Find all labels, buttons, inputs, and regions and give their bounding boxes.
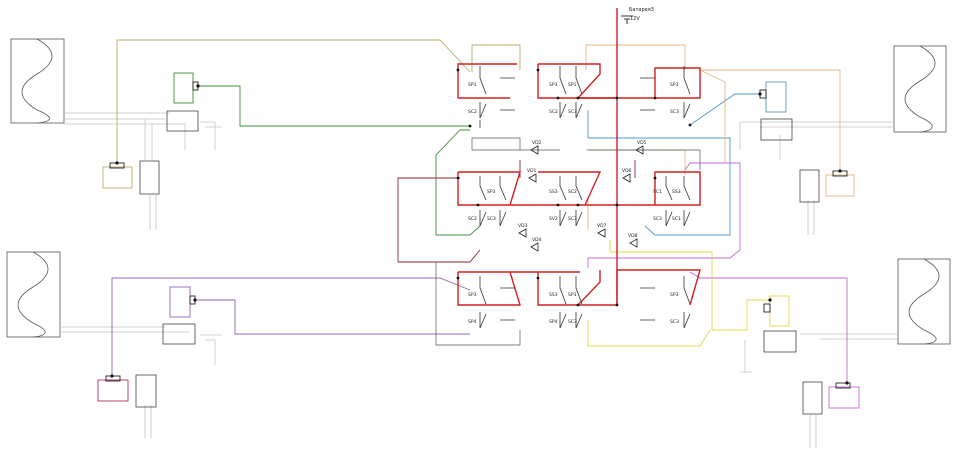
wire-grey	[435, 137, 701, 346]
generator-wiring	[60, 112, 898, 448]
wire-yellow	[587, 240, 770, 347]
battery-voltage: 12V	[630, 16, 640, 22]
switch-label: SP3	[568, 292, 577, 298]
generator-bottom-right	[897, 258, 951, 345]
switch-label-group: SP1 SC2 SP3 SP1 SC2 SC3 SP3 SC3 SP3 SC2 …	[468, 82, 681, 325]
diode-label: VD2	[532, 140, 542, 146]
switch-label: SC2	[468, 109, 477, 115]
switch-label: SC1	[653, 189, 662, 195]
switch-label: SC3	[653, 216, 662, 222]
diode-label: VD5	[637, 140, 647, 146]
switch-label: SP3	[468, 292, 477, 298]
switch-label: SP3	[487, 189, 496, 195]
battery-symbol	[621, 15, 633, 24]
switch-label: SP4	[468, 319, 477, 325]
switch-label: SC3	[568, 319, 577, 325]
wire-blue	[587, 93, 760, 236]
switch-label: SP1	[568, 82, 577, 88]
switch-label: SC3	[568, 216, 577, 222]
diode-symbols	[518, 145, 644, 252]
diode-label: VD1	[527, 168, 537, 174]
switch-label: SS3	[549, 292, 558, 298]
switch-label: SP3	[670, 82, 679, 88]
switch-label: SP3	[670, 292, 679, 298]
diode-label: VD7	[597, 223, 607, 229]
diode-label: VD3	[518, 223, 528, 229]
switch-label: SC3	[670, 109, 679, 115]
battery-name: Батарея3	[629, 7, 654, 13]
switch-label: SC2	[468, 216, 477, 222]
switch-label: SC3	[487, 216, 496, 222]
generator-top-right	[893, 45, 947, 133]
generator-top-left	[10, 38, 65, 124]
switch-label: SS3	[672, 189, 681, 195]
switch-label: SP4	[549, 319, 558, 325]
switch-label: SP3	[549, 82, 558, 88]
diode-label: VD4	[532, 237, 542, 243]
diode-label: VD8	[628, 233, 638, 239]
wire-green	[198, 85, 481, 236]
switch-label: SV2	[549, 216, 558, 222]
wire-violet	[587, 162, 848, 383]
switch-label: SC3	[670, 319, 679, 325]
relay-boxes	[97, 72, 860, 409]
switch-contacts	[479, 66, 691, 329]
diode-label-group: VD1 VD2 VD3 VD4 VD5 VD6 VD7 VD8	[518, 140, 647, 243]
switch-label: SS3	[549, 189, 558, 195]
switch-label: SP1	[468, 82, 477, 88]
switch-label: SC3	[568, 109, 577, 115]
wire-purple	[111, 277, 471, 376]
switch-label: SC2	[568, 189, 577, 195]
wire-olive	[116, 39, 521, 163]
generator-bottom-left	[6, 251, 61, 338]
switch-label: SC2	[549, 109, 558, 115]
wire-darkred	[397, 160, 636, 263]
junction-dots	[110, 68, 849, 385]
switch-label: SC1	[672, 216, 681, 222]
power-bus	[457, 8, 701, 306]
diode-label: VD6	[622, 168, 632, 174]
component-boxes	[135, 110, 823, 415]
